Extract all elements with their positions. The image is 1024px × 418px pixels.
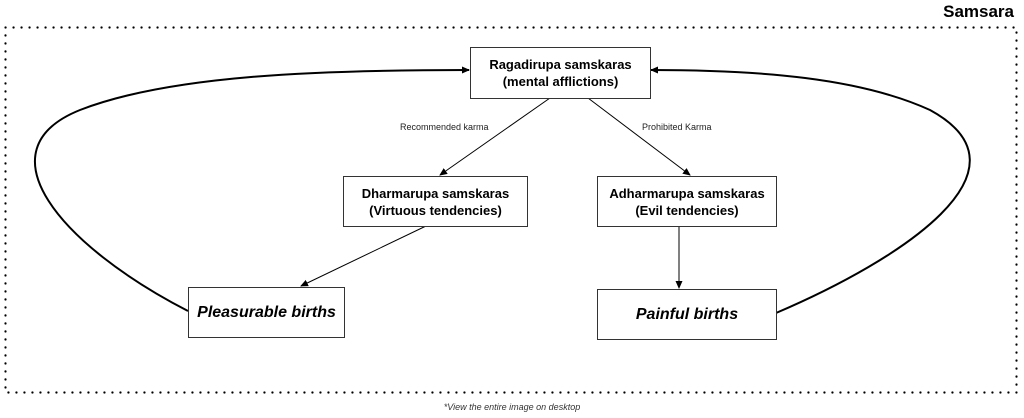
node-adharmarupa-title: Adharmarupa samskaras (609, 185, 765, 201)
edge-pleasurable-to-ragadirupa (34, 66, 470, 312)
node-painful-births: Painful births (597, 289, 777, 340)
node-pleasurable-births: Pleasurable births (188, 287, 345, 338)
node-adharmarupa-subtitle: (Evil tendencies) (635, 202, 739, 218)
edge-dharmarupa-to-pleasurable (300, 225, 427, 287)
edge-ragadirupa-to-dharmarupa (439, 97, 551, 176)
node-painful-births-label: Painful births (635, 306, 739, 323)
node-dharmarupa: Dharmarupa samskaras (Virtuous tendencie… (343, 176, 528, 227)
node-ragadirupa-subtitle: (mental afflictions) (502, 74, 619, 89)
node-dharmarupa-title: Dharmarupa samskaras (361, 185, 510, 201)
edge-ragadirupa-to-adharmarupa (587, 97, 691, 176)
node-ragadirupa: Ragadirupa samskaras (mental afflictions… (470, 47, 651, 99)
node-dharmarupa-subtitle: (Virtuous tendencies) (369, 202, 502, 218)
edge-label-recommended-karma: Recommended karma (400, 122, 489, 132)
footnote: *View the entire image on desktop (443, 402, 581, 412)
edge-label-prohibited-karma: Prohibited Karma (642, 122, 712, 132)
node-pleasurable-births-label: Pleasurable births (197, 304, 336, 321)
edge-painful-to-ragadirupa (650, 66, 971, 314)
node-ragadirupa-title: Ragadirupa samskaras (489, 57, 632, 72)
node-adharmarupa: Adharmarupa samskaras (Evil tendencies) (597, 176, 777, 227)
samsara-label: Samsara (943, 2, 1014, 21)
